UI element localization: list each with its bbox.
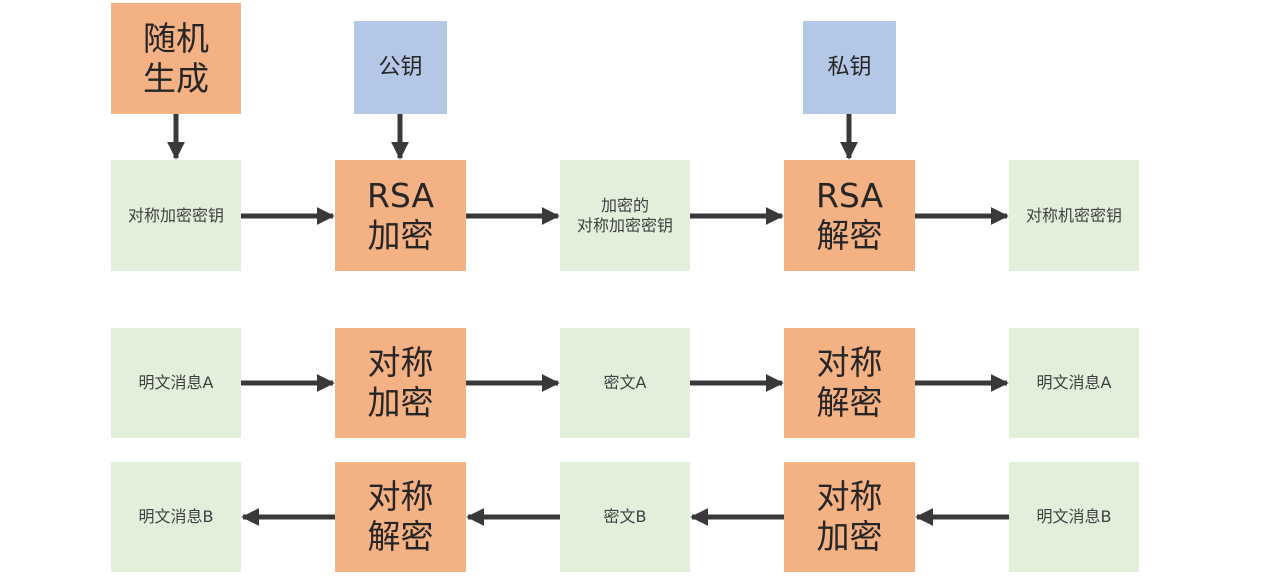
plaintext-a-box: 明文消息A — [111, 328, 241, 438]
plaintext-a-label: 明文消息A — [138, 373, 214, 392]
private-key-label: 私钥 — [827, 54, 872, 80]
symmetric-decrypt-a-label: 对称 解密 — [816, 343, 883, 422]
random-generate-label: 随机 生成 — [143, 18, 209, 98]
plaintext-b-label: 明文消息B — [1036, 507, 1112, 526]
symmetric-decrypt-b-label: 对称 解密 — [367, 477, 434, 556]
public-key-label: 公钥 — [378, 54, 423, 80]
private-key-box: 私钥 — [803, 21, 896, 114]
rsa-encrypt-box: RSA 加密 — [335, 160, 466, 271]
symmetric-key-result-box: 对称机密密钥 — [1009, 160, 1139, 271]
public-key-box: 公钥 — [354, 21, 447, 114]
encrypted-symmetric-key-label: 加密的 对称加密密钥 — [576, 195, 673, 235]
plaintext-b-result-label: 明文消息B — [138, 507, 214, 526]
symmetric-key-result-label: 对称机密密钥 — [1025, 205, 1122, 225]
rsa-decrypt-box: RSA 解密 — [784, 160, 915, 271]
rsa-decrypt-label: RSA 解密 — [815, 175, 884, 255]
symmetric-encrypt-b-label: 对称 加密 — [816, 477, 883, 556]
plaintext-a-result-box: 明文消息A — [1009, 328, 1139, 438]
symmetric-encrypt-a-label: 对称 加密 — [367, 343, 434, 422]
symmetric-key-box: 对称加密密钥 — [111, 160, 241, 271]
ciphertext-a-label: 密文A — [603, 373, 647, 392]
ciphertext-b-box: 密文B — [560, 462, 690, 572]
rsa-encrypt-label: RSA 加密 — [366, 175, 435, 255]
ciphertext-a-box: 密文A — [560, 328, 690, 438]
ciphertext-b-label: 密文B — [603, 507, 647, 526]
plaintext-a-result-label: 明文消息A — [1036, 373, 1112, 392]
symmetric-encrypt-a-box: 对称 加密 — [335, 328, 466, 438]
symmetric-encrypt-b-box: 对称 加密 — [784, 462, 915, 572]
symmetric-key-label: 对称加密密钥 — [127, 205, 224, 225]
symmetric-decrypt-b-box: 对称 解密 — [335, 462, 466, 572]
encrypted-symmetric-key-box: 加密的 对称加密密钥 — [560, 160, 690, 271]
plaintext-b-box: 明文消息B — [1009, 462, 1139, 572]
plaintext-b-result-box: 明文消息B — [111, 462, 241, 572]
random-generate-box: 随机 生成 — [111, 3, 241, 114]
symmetric-decrypt-a-box: 对称 解密 — [784, 328, 915, 438]
